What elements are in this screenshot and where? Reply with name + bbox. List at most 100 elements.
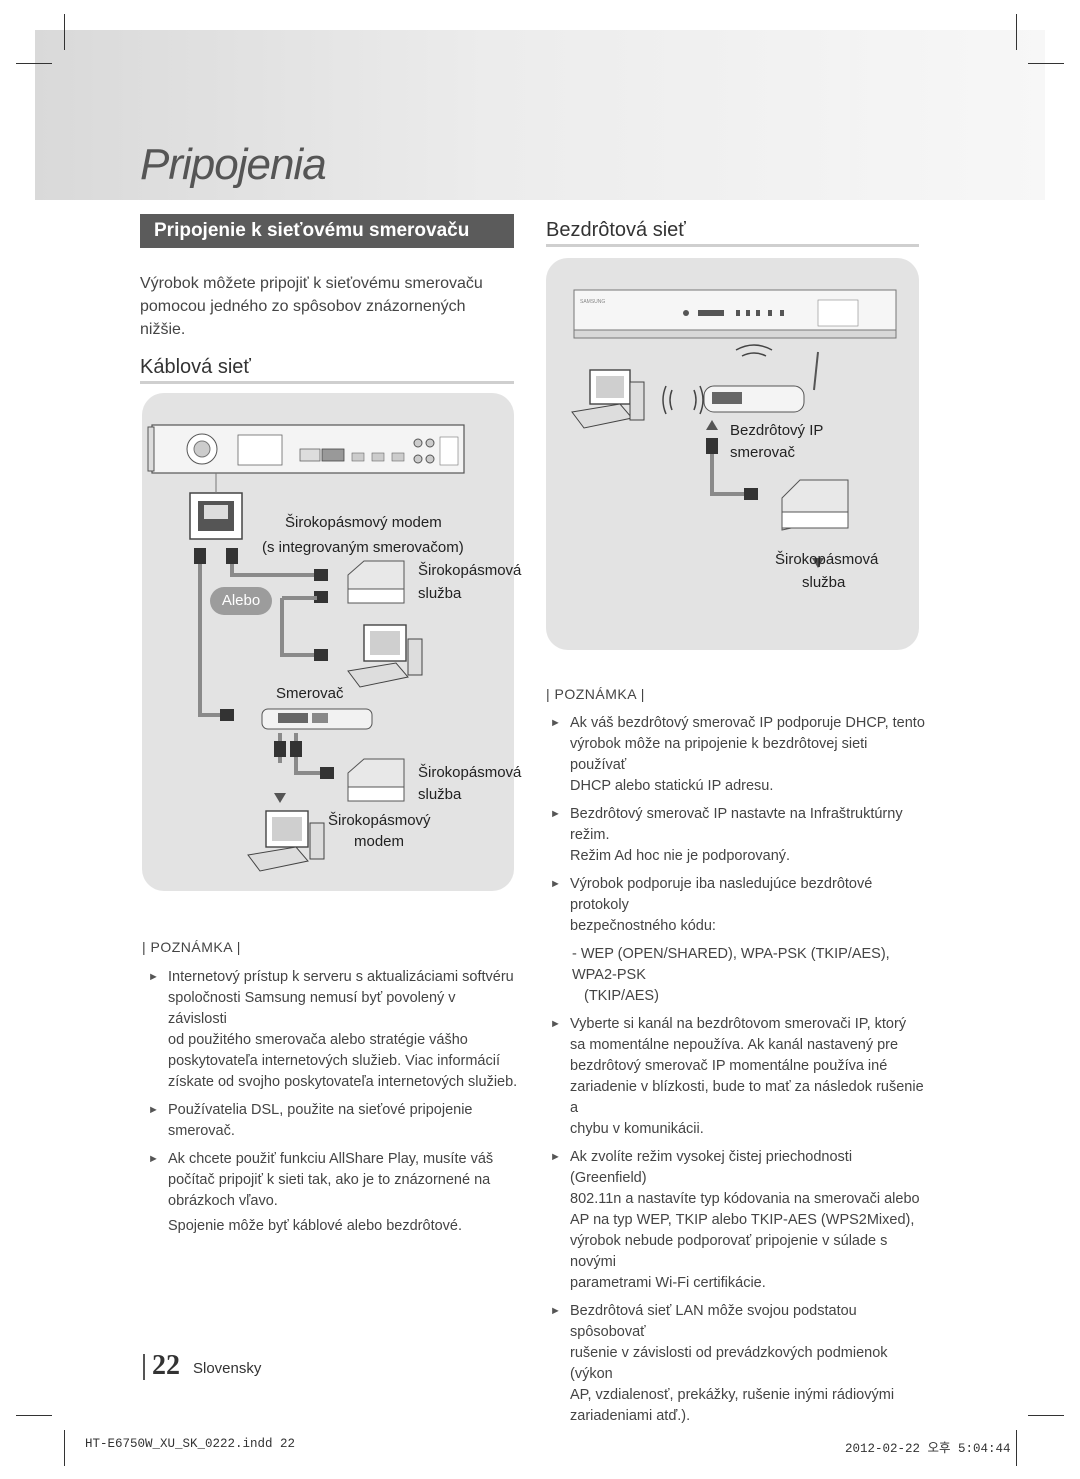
note-line: Vyberte si kanál na bezdrôtovom smerovač… <box>570 1016 907 1032</box>
intro-line: Výrobok môžete pripojiť k sieťovému smer… <box>140 275 483 292</box>
page-language: Slovensky <box>193 1360 262 1377</box>
computer-icon <box>247 810 325 872</box>
crop-mark <box>1016 14 1017 50</box>
wireless-heading: Bezdrôtová sieť <box>546 219 686 241</box>
service-label: služba <box>418 786 462 803</box>
note-line: Ak váš bezdrôtový smerovač IP podporuje … <box>570 715 925 731</box>
note-line: bezdrôtový smerovač IP momentálne použív… <box>570 1058 888 1074</box>
note-line: rušenie v závislosti od prevádzkových po… <box>570 1345 888 1382</box>
modem-label: modem <box>354 833 405 850</box>
crop-mark <box>1016 1430 1017 1466</box>
note-line: získate od svojho poskytovateľa internet… <box>168 1074 518 1090</box>
lan-port-closeup <box>189 473 243 540</box>
broadband-modem <box>347 758 405 802</box>
note-line: 802.11n a nastavíte typ kódovania na sme… <box>570 1191 920 1207</box>
note-line: Bezdrôtová sieť LAN môže svojou podstato… <box>570 1303 857 1340</box>
note-line: poskytovateľa internetových služieb. Via… <box>168 1053 500 1069</box>
note-line: parametrami Wi-Fi certifikácie. <box>570 1275 766 1291</box>
note-line: spoločnosti Samsung nemusí byť povolený … <box>168 990 456 1027</box>
page-title: Pripojenia <box>140 140 327 189</box>
note-line: chybu v komunikácii. <box>570 1121 704 1137</box>
bullet-arrow-icon: ► <box>148 971 159 983</box>
modem-label-sub: (s integrovaným smerovačom) <box>262 539 464 556</box>
note-heading: | POZNÁMKA | <box>546 686 645 702</box>
computer-icon <box>571 369 645 429</box>
heading-rule <box>140 381 514 384</box>
note-line: Bezdrôtový smerovač IP nastavte na Infra… <box>570 806 903 843</box>
note-line: Ak zvolíte režim vysokej čistej priechod… <box>570 1149 853 1186</box>
note-line: počítač pripojiť k sieti tak, ako je to … <box>168 1172 491 1188</box>
alebo-badge: Alebo <box>210 587 272 615</box>
bullet-arrow-icon: ► <box>550 1151 561 1163</box>
note-sub-item: - WEP (OPEN/SHARED), WPA-PSK (TKIP/AES),… <box>546 944 926 1007</box>
wired-diagram <box>147 424 465 872</box>
note-item: ► Výrobok podporuje iba nasledujúce bezd… <box>546 874 926 937</box>
broadband-modem <box>781 479 849 531</box>
router-device <box>261 708 373 730</box>
note-item: ► Používatelia DSL, použite na sieťové p… <box>144 1100 518 1142</box>
bullet-arrow-icon: ► <box>148 1153 159 1165</box>
note-line: AP na typ WEP, TKIP alebo TKIP-AES (WPS2… <box>570 1212 915 1228</box>
print-slug-timestamp: 2012-02-22 오후 5:04:44 <box>845 1442 1011 1456</box>
broadband-modem-router <box>347 560 405 604</box>
note-line: Internetový prístup k serveru s aktualiz… <box>168 969 514 985</box>
bullet-arrow-icon: ► <box>550 1305 561 1317</box>
note-line: výrobok nebude podporovať pripojenie v s… <box>570 1233 888 1270</box>
wireless-router <box>703 351 819 413</box>
note-item: ► Vyberte si kanál na bezdrôtovom smerov… <box>546 1014 926 1140</box>
note-line: zariadenie v blízkosti, bude to mať za n… <box>570 1079 924 1116</box>
bullet-arrow-icon: ► <box>148 1104 159 1116</box>
note-line: DHCP alebo statickú IP adresu. <box>570 778 774 794</box>
note-line: - WEP (OPEN/SHARED), WPA-PSK (TKIP/AES),… <box>572 946 890 983</box>
service-label: služba <box>802 574 846 591</box>
note-line: Režim Ad hoc nie je podporovaný. <box>570 848 791 864</box>
header-band <box>35 30 1045 200</box>
service-label: Širokopásmová <box>418 562 522 579</box>
crop-mark <box>1028 63 1064 64</box>
modem-label: Širokopásmový <box>328 812 431 829</box>
service-label: služba <box>418 585 462 602</box>
note-line: Výrobok podporuje iba nasledujúce bezdrô… <box>570 876 873 913</box>
modem-label: Širokopásmový modem <box>285 514 442 531</box>
bullet-arrow-icon: ► <box>550 878 561 890</box>
note-heading: | POZNÁMKA | <box>142 939 241 955</box>
intro-paragraph: Výrobok môžete pripojiť k sieťovému smer… <box>140 272 510 341</box>
crop-mark <box>16 1415 52 1416</box>
left-note-list: ► Internetový prístup k serveru s aktual… <box>144 967 518 1237</box>
wired-diagram-panel <box>142 393 514 891</box>
bullet-arrow-icon: ► <box>550 717 561 729</box>
wired-heading: Káblová sieť <box>140 356 251 378</box>
note-line: od použitého smerovača alebo stratégie v… <box>168 1032 468 1048</box>
note-item: ► Ak váš bezdrôtový smerovač IP podporuj… <box>546 713 926 797</box>
note-line: výrobok môže na pripojenie k bezdrôtovej… <box>570 736 868 773</box>
note-line: (TKIP/AES) <box>584 988 659 1004</box>
crop-mark <box>1028 1415 1064 1416</box>
service-label: Širokopásmová <box>775 551 879 568</box>
right-note-list: ► Ak váš bezdrôtový smerovač IP podporuj… <box>546 713 926 1434</box>
router-label: smerovač <box>730 444 796 461</box>
note-item: ► Ak chcete použiť funkciu AllShare Play… <box>144 1149 518 1212</box>
crop-mark <box>64 14 65 50</box>
wireless-diagram: SAMSUNG <box>571 289 897 568</box>
bullet-arrow-icon: ► <box>550 808 561 820</box>
note-line: Spojenie môže byť káblové alebo bezdrôto… <box>168 1218 463 1234</box>
crop-mark <box>64 1430 65 1466</box>
home-theater-rear-panel <box>147 424 465 474</box>
note-line: Používatelia DSL, použite na sieťové pri… <box>168 1102 473 1139</box>
section-heading-bar: Pripojenie k sieťovému smerovaču <box>140 214 514 248</box>
page-number-divider <box>143 1354 145 1380</box>
home-theater-front <box>573 289 897 339</box>
print-slug-file: HT-E6750W_XU_SK_0222.indd 22 <box>85 1437 296 1451</box>
note-line: zariadeniami atď.). <box>570 1408 691 1424</box>
crop-mark <box>16 63 52 64</box>
note-line: obrázkoch vľavo. <box>168 1193 278 1209</box>
bullet-arrow-icon: ► <box>550 1018 561 1030</box>
wifi-signal-icon <box>662 344 773 415</box>
note-line: sa momentálne nepoužíva. Ak kanál nastav… <box>570 1037 899 1053</box>
page-number: 22 <box>152 1350 180 1381</box>
computer-icon <box>347 624 423 688</box>
note-line: bezpečnostného kódu: <box>570 918 716 934</box>
device-brand: SAMSUNG <box>580 299 605 305</box>
note-item: ► Internetový prístup k serveru s aktual… <box>144 967 518 1093</box>
note-item: ► Ak zvolíte režim vysokej čistej priech… <box>546 1147 926 1294</box>
